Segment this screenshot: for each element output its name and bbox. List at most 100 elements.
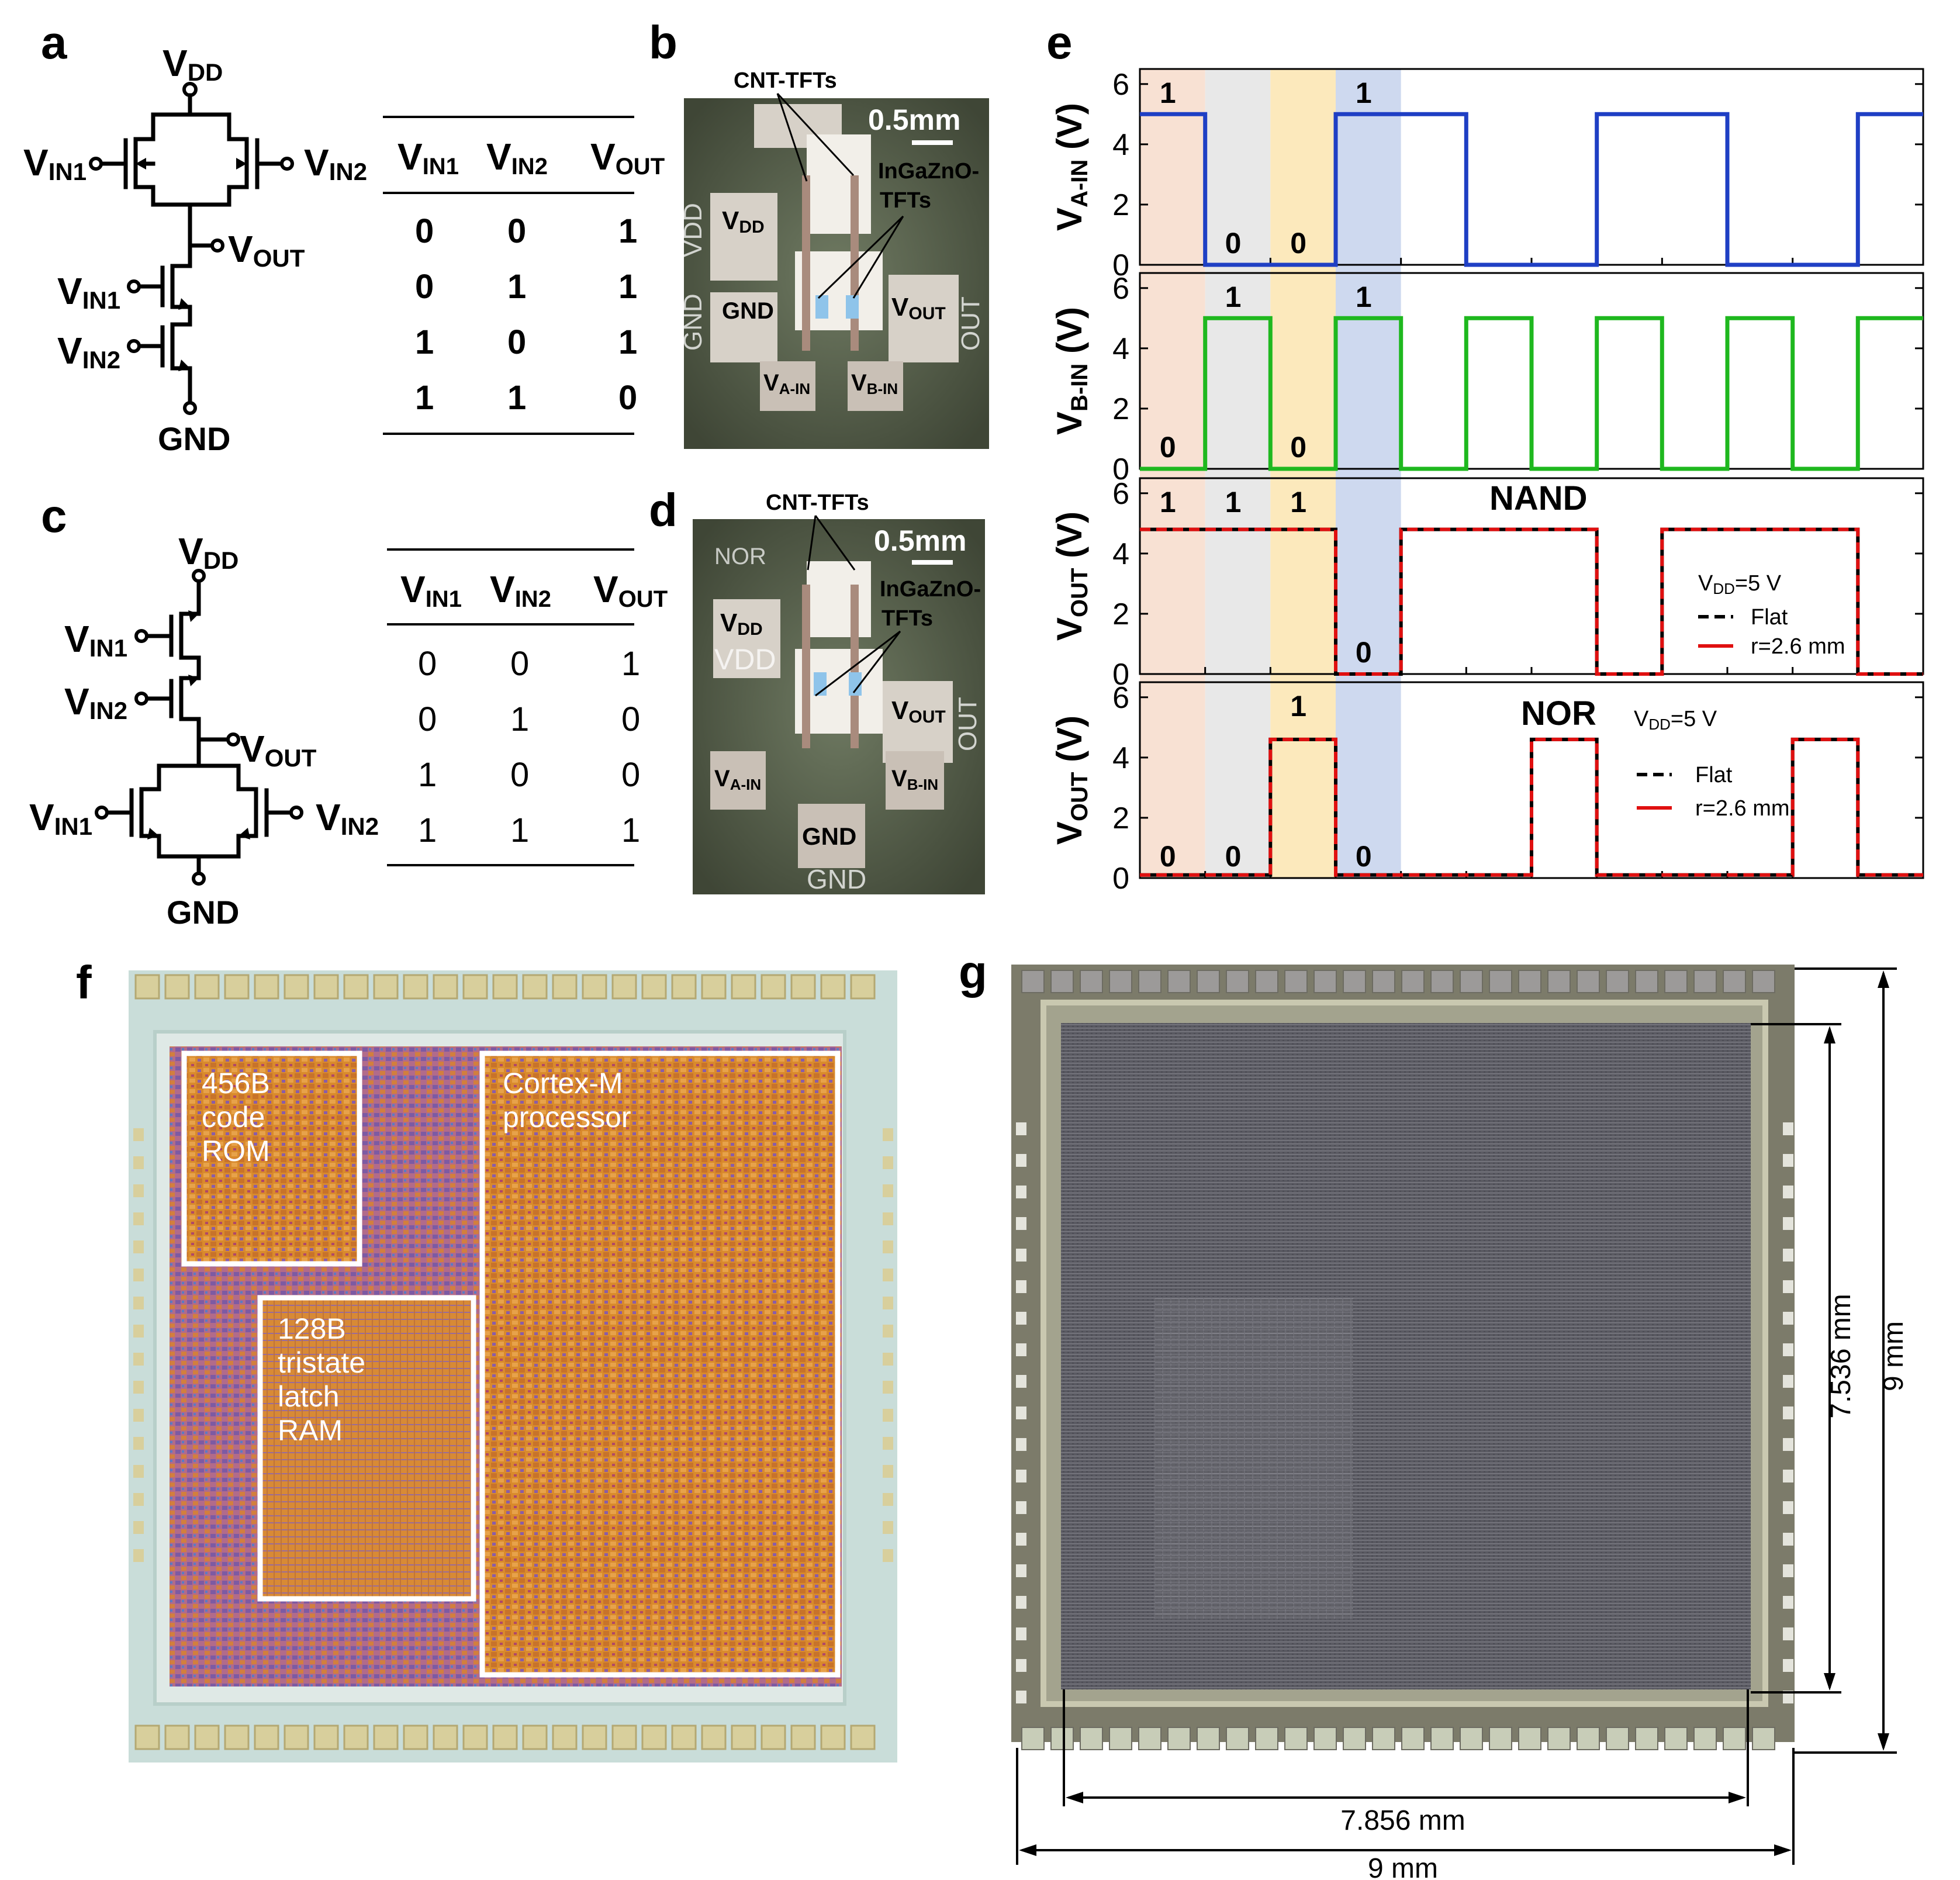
side-pad (133, 1184, 144, 1197)
chip-vb-label: VB-IN (851, 370, 898, 398)
input-state-band (1205, 69, 1271, 878)
legend-vdd: VDD=5 V (1634, 707, 1717, 733)
die-side-pad (1783, 1122, 1793, 1135)
bond-pad (790, 974, 816, 1000)
dim-height-outer: 9 mm (1878, 1321, 1909, 1391)
chip-vout-label: VOUT (891, 293, 946, 323)
rom-label-1: 456B (202, 1067, 270, 1100)
dimension-arrows (1019, 970, 1889, 1856)
die-side-pad (1016, 1691, 1026, 1703)
bond-pad (671, 974, 697, 1000)
die-pad (1343, 1727, 1366, 1750)
die-pad (1021, 970, 1045, 993)
scale-label: 0.5mm (874, 524, 966, 557)
igzo-label-1: InGaZnO- (878, 159, 979, 184)
panel-d: d CNT-TFTs 0.5mm InGaZnO- TFTs VDD VOUT … (649, 484, 985, 894)
logic-state-label: 1 (1290, 486, 1306, 519)
chip-print-vdd: VDD (714, 643, 776, 676)
side-pad (133, 1493, 144, 1506)
bond-pad (373, 1725, 399, 1750)
rom-label-3: ROM (202, 1135, 270, 1167)
die-pad (1577, 970, 1600, 993)
die-pad (1693, 1727, 1717, 1750)
die-side-pad (1016, 1249, 1026, 1262)
bond-pad (194, 1725, 220, 1750)
vin2-label-bot: VIN2 (316, 796, 379, 840)
y-tick-label: 6 (1112, 477, 1129, 511)
bond-pad (552, 1725, 578, 1750)
side-pad (883, 1240, 893, 1253)
side-pad (133, 1325, 144, 1338)
die-side-pad (1783, 1501, 1793, 1514)
die-pad (1489, 970, 1512, 993)
die-pad (1021, 1727, 1045, 1750)
panel-letter-g: g (959, 946, 987, 998)
vin1-label-bot: VIN1 (57, 270, 120, 314)
y-tick-label: 6 (1112, 681, 1129, 715)
cell: 1 (415, 323, 434, 361)
die-pad (1313, 970, 1337, 993)
bond-pad (134, 1725, 160, 1750)
bond-pad (820, 1725, 846, 1750)
cell: 0 (415, 268, 434, 306)
igzo-label-2: TFTs (880, 188, 931, 213)
side-pad (133, 1353, 144, 1366)
side-pad (883, 1184, 893, 1197)
cell: 1 (507, 268, 526, 306)
die-side-pad (1783, 1596, 1793, 1609)
y-tick-label: 2 (1112, 392, 1129, 426)
side-pad (883, 1493, 893, 1506)
side-pad (883, 1212, 893, 1225)
bond-pad (761, 1725, 786, 1750)
cell: 1 (618, 268, 637, 306)
bond-pad (522, 974, 548, 1000)
chip-va-label: VA-IN (714, 766, 761, 793)
cell: 1 (621, 811, 640, 849)
bond-pad (313, 974, 339, 1000)
side-pad (883, 1128, 893, 1141)
die-side-pad (1783, 1186, 1793, 1198)
die-side-pad (1783, 1249, 1793, 1262)
side-pad (883, 1549, 893, 1562)
nand-truth-table: VIN1 VIN2 VOUT 0 0 1 0 1 1 1 0 1 1 1 0 (383, 116, 665, 435)
die-pad (1752, 1727, 1775, 1750)
y-axis-label: VOUT (V) (1050, 716, 1093, 845)
chip-print-gnd: GND (679, 293, 707, 351)
gnd-label: GND (167, 894, 239, 931)
legend-bent: r=2.6 mm (1751, 634, 1845, 659)
cell: 1 (510, 811, 529, 849)
panel-letter-a: a (41, 16, 67, 68)
cpu-block (479, 1050, 841, 1678)
bond-pad (522, 1725, 548, 1750)
die-side-pad (1783, 1691, 1793, 1703)
th-vin2: VIN2 (490, 568, 551, 612)
bond-pad (850, 974, 876, 1000)
die-pad (1430, 970, 1454, 993)
nor-truth-table: VIN1 VIN2 VOUT 0 0 1 0 1 0 1 0 0 1 1 1 (387, 548, 668, 866)
die-pad (1723, 970, 1746, 993)
cell: 1 (418, 811, 437, 849)
side-pad (883, 1297, 893, 1309)
y-tick-label: 0 (1112, 452, 1129, 486)
panel-g: g 7.53 (959, 946, 1909, 1880)
die-side-pad (1016, 1596, 1026, 1609)
chip-vout-label: VOUT (891, 696, 946, 727)
legend-flat: Flat (1695, 763, 1733, 787)
die-pad (1723, 1727, 1746, 1750)
dim-width-inner: 7.856 mm (1340, 1805, 1465, 1836)
y-tick-label: 2 (1112, 597, 1129, 631)
die-pad (1109, 970, 1132, 993)
bond-pad (433, 1725, 458, 1750)
rom-block (181, 1050, 362, 1267)
side-pad (133, 1381, 144, 1394)
y-axis-label: VB-IN (V) (1050, 307, 1093, 435)
y-tick-label: 0 (1112, 658, 1129, 692)
logic-state-label: 0 (1160, 431, 1176, 464)
logic-state-label: 1 (1160, 486, 1176, 519)
die-pad (1401, 1727, 1425, 1750)
die-pad (1372, 1727, 1395, 1750)
nor-chip-pads (710, 561, 953, 868)
th-vin1: VIN1 (400, 568, 462, 612)
die-pad (1226, 1727, 1249, 1750)
vin2-label-top: VIN2 (64, 680, 127, 724)
